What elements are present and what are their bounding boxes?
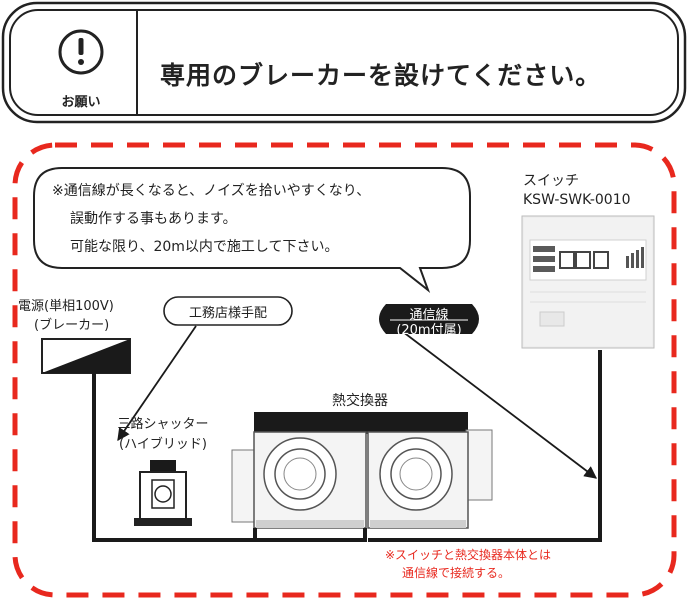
- banner-frame: [1, 1, 687, 124]
- exclamation-icon: [58, 29, 104, 75]
- switch-model: KSW-SWK-0010: [523, 192, 631, 208]
- cable-tag-line-1: 通信線: [409, 308, 449, 323]
- contractor-arrow: [117, 325, 197, 442]
- shutter-label: 三路シャッター: [117, 417, 209, 432]
- note-line-1: ※通信線が長くなると、ノイズを拾いやすくなり、: [52, 183, 371, 199]
- note-line-3: 可能な限り、20m以内で施工して下さい。: [70, 239, 339, 255]
- section-dashed-frame: [12, 142, 677, 598]
- note-line-2: 誤動作する事もあります。: [70, 211, 237, 227]
- wall-switch-icon: [521, 215, 655, 349]
- cable-arrow: [385, 318, 598, 479]
- cable-tag-line-2: (20m付属): [396, 323, 462, 338]
- contractor-tag: 工務店様手配: [188, 306, 267, 321]
- connection-note-line-1: ※スイッチと熱交換器本体とは: [385, 548, 552, 562]
- breaker-label: (ブレーカー): [34, 318, 110, 333]
- connection-note-line-2: 通信線で接続する。: [402, 566, 511, 580]
- power-label: 電源(単相100V): [18, 299, 114, 314]
- contractor-tag-frame: [163, 296, 293, 326]
- breaker-icon: [41, 338, 131, 374]
- icon-caption: お願い: [61, 95, 101, 110]
- heat-exchanger-icon: [231, 412, 493, 529]
- heat-exchanger-label: 熱交換器: [332, 393, 388, 409]
- shutter-icon: [134, 460, 192, 526]
- banner-message: 専用のブレーカーを設けてください。: [160, 61, 602, 90]
- shutter-sublabel: (ハイブリッド): [119, 437, 207, 452]
- note-bubble: [33, 167, 471, 293]
- switch-label: スイッチ: [523, 173, 579, 189]
- wiring: [92, 350, 602, 542]
- cable-tag-frame: [379, 304, 479, 334]
